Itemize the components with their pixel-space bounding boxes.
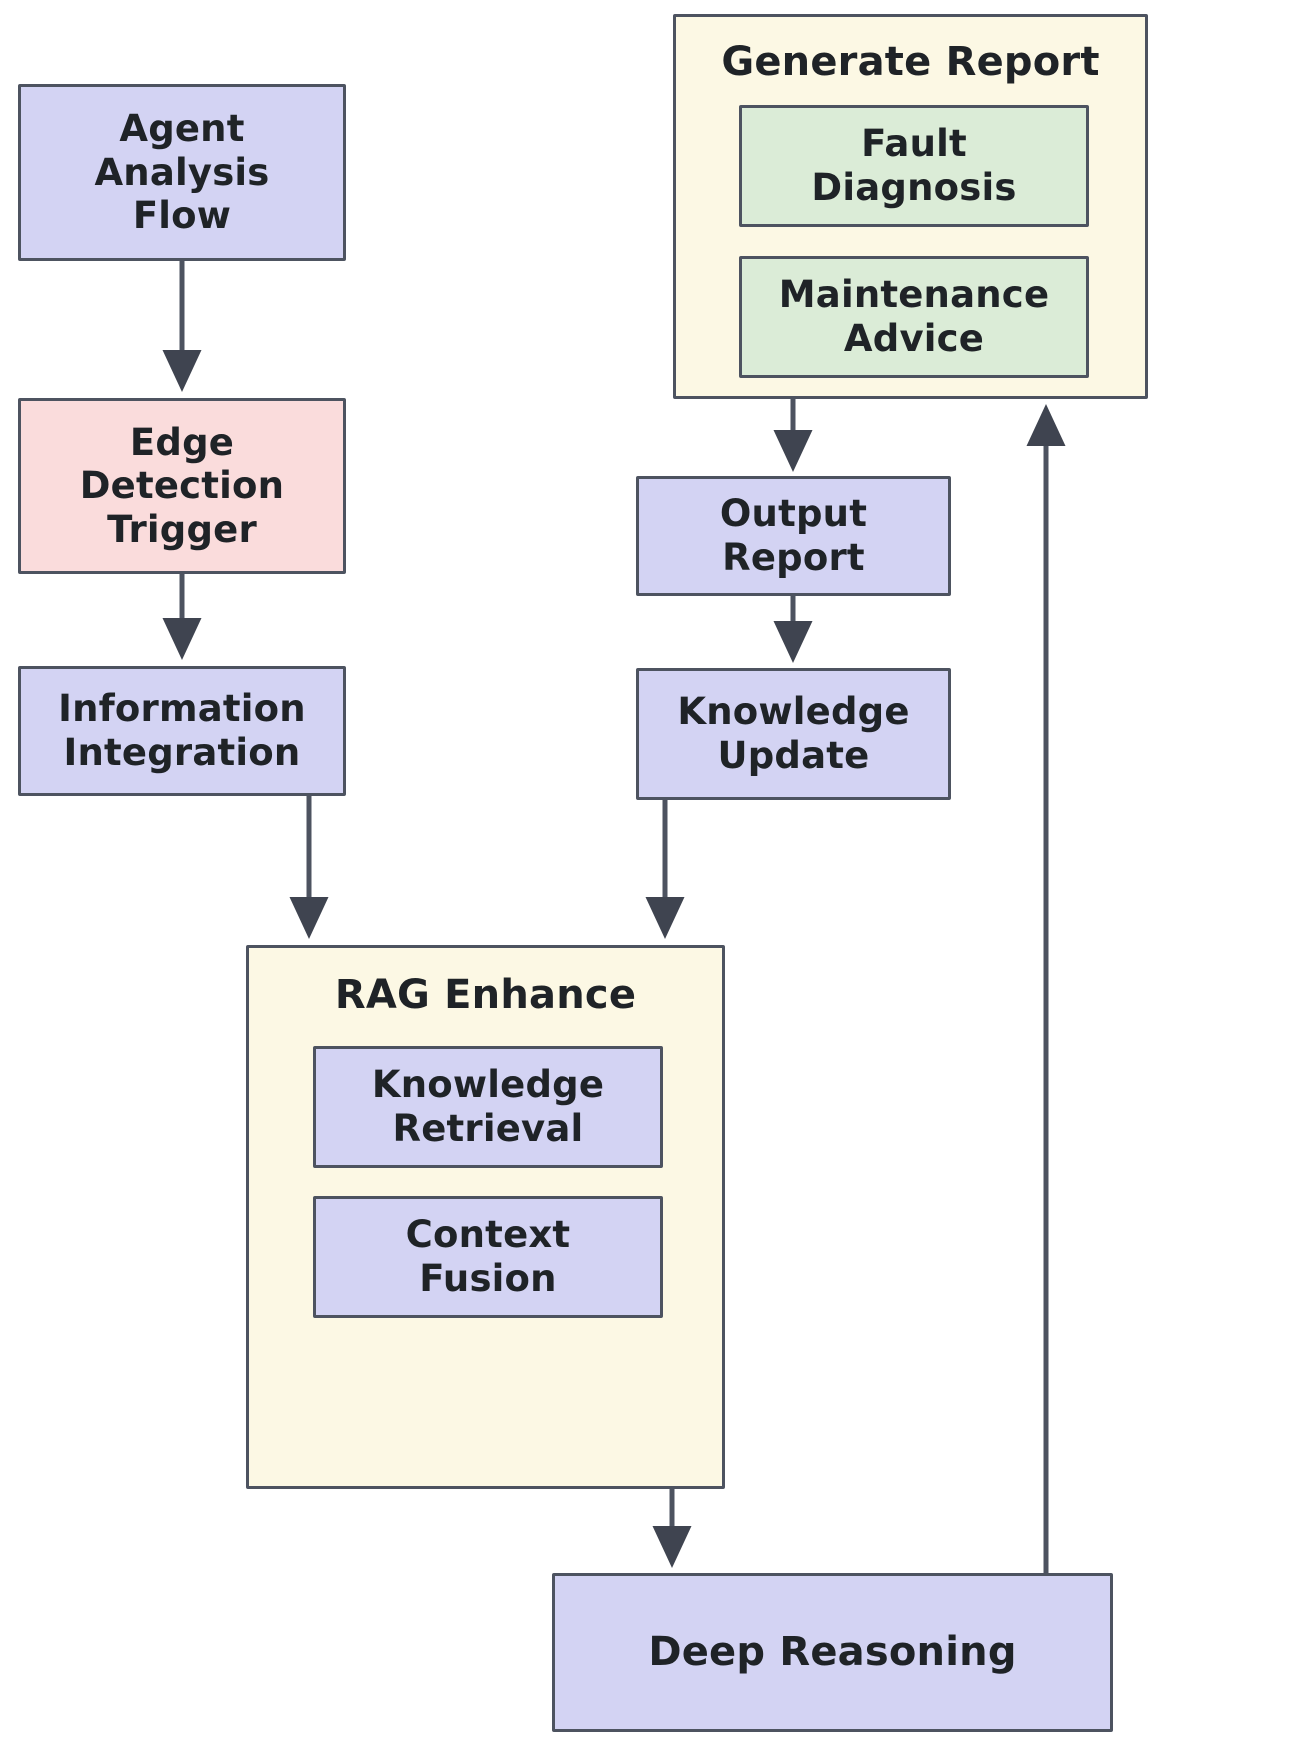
node-deep-reasoning[interactable]: Deep Reasoning [552, 1573, 1113, 1732]
node-fault-diagnosis[interactable]: Fault Diagnosis [739, 105, 1089, 227]
subgraph-generate-report-title: Generate Report [721, 39, 1100, 85]
node-knowledge-update[interactable]: Knowledge Update [636, 668, 951, 800]
node-maintenance-advice[interactable]: Maintenance Advice [739, 256, 1089, 378]
subgraph-generate-report[interactable]: Generate Report Fault Diagnosis Maintena… [673, 14, 1148, 399]
node-context-fusion[interactable]: Context Fusion [313, 1196, 663, 1318]
subgraph-rag-enhance-title: RAG Enhance [334, 972, 637, 1018]
node-agent-analysis-flow[interactable]: Agent Analysis Flow [18, 84, 346, 261]
node-information-integration[interactable]: Information Integration [18, 666, 346, 796]
subgraph-rag-enhance[interactable]: RAG Enhance Knowledge Retrieval Context … [246, 945, 725, 1489]
node-edge-detection-trigger[interactable]: Edge Detection Trigger [18, 398, 346, 574]
node-output-report[interactable]: Output Report [636, 476, 951, 596]
node-knowledge-retrieval[interactable]: Knowledge Retrieval [313, 1046, 663, 1168]
